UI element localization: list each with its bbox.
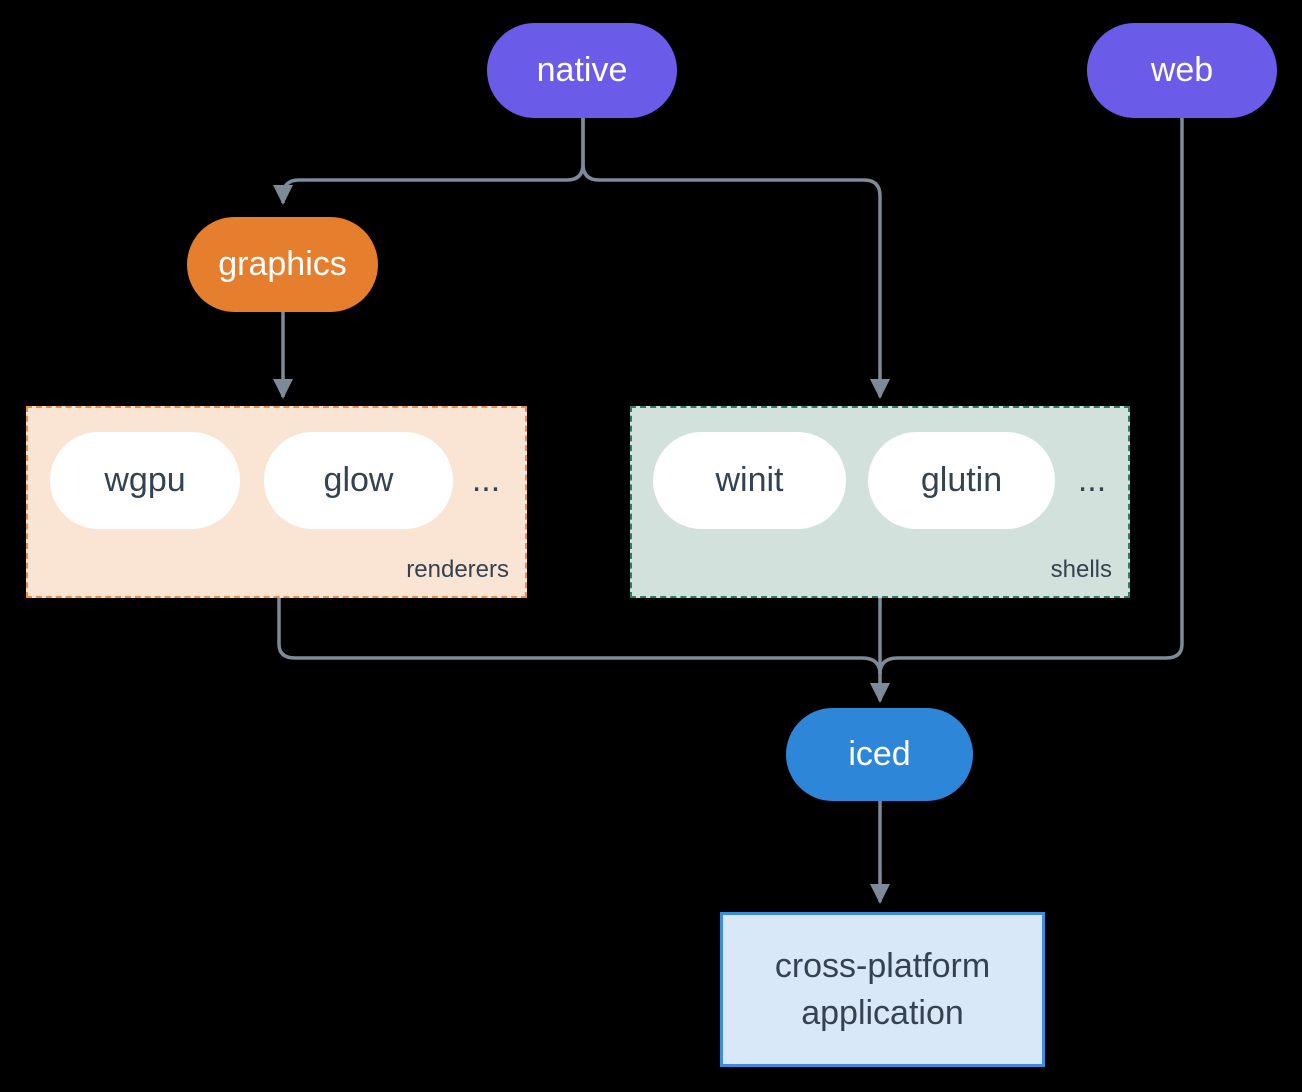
node-glow-label: glow — [323, 461, 394, 499]
node-app-label: cross-platform application — [774, 946, 991, 1032]
shells-ellipsis: ... — [1077, 461, 1107, 499]
edge-native-shells — [581, 118, 890, 399]
edge-native-graphics — [273, 118, 585, 205]
edge-renderers-iced — [277, 598, 882, 675]
node-glutin: glutin — [868, 432, 1055, 529]
group-renderers: wgpu glow ... renderers — [26, 406, 527, 598]
edge-web-iced — [878, 118, 1184, 675]
renderers-group-label: renderers — [406, 556, 509, 583]
node-glutin-label: glutin — [920, 461, 1003, 499]
node-iced-label: iced — [848, 735, 911, 773]
group-shells: winit glutin ... shells — [630, 406, 1130, 598]
shells-group-label: shells — [1050, 556, 1112, 583]
node-graphics: graphics — [187, 217, 378, 312]
node-web-label: web — [1150, 51, 1214, 89]
node-native-label: native — [536, 51, 628, 89]
node-native: native — [487, 23, 677, 118]
renderers-ellipsis: ... — [471, 461, 501, 499]
node-web: web — [1087, 23, 1277, 118]
node-graphics-label: graphics — [218, 245, 347, 283]
node-winit: winit — [653, 432, 846, 529]
node-glow: glow — [264, 432, 453, 529]
node-wgpu: wgpu — [50, 432, 240, 529]
node-wgpu-label: wgpu — [104, 461, 186, 499]
node-iced: iced — [786, 708, 973, 801]
node-cross-platform-application: cross-platform application — [720, 912, 1045, 1067]
node-winit-label: winit — [715, 461, 784, 499]
